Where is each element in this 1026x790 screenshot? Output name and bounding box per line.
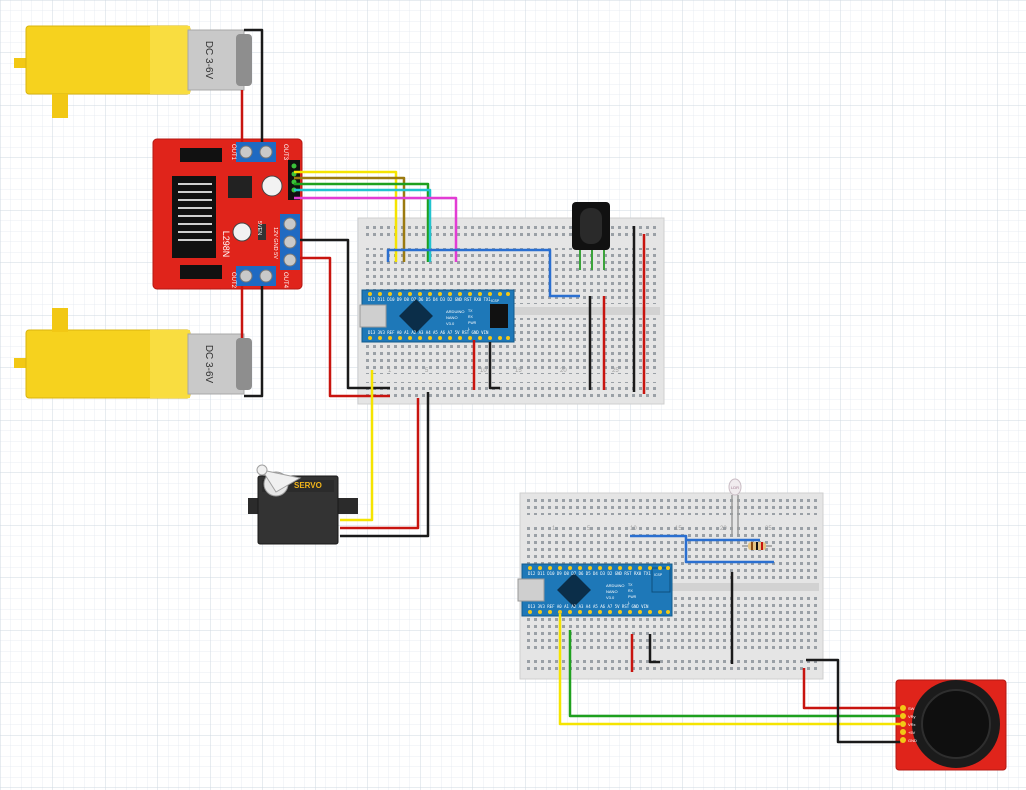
driver-power-label: 12V GND 5V [272,227,278,259]
bb2-col-1: 1 [552,526,556,532]
driver-chip-label: L298N [221,231,231,258]
nano2-rx: RX [628,589,634,593]
bb1-col-1: 1 [388,368,392,374]
wire-servo-yellow [340,370,374,522]
nano1-pwr: PWR [468,321,477,325]
wire-driver-gnd [300,238,390,390]
nano2-version: V3.0 [606,595,615,600]
wire-yellow-sig [294,170,398,262]
wire-nano1-black [488,342,500,390]
joy-pin-sw: SW [908,706,915,711]
wire-joy-red [802,668,900,710]
motor-top-label: DC 3-6V [203,41,214,80]
bb2-col-5: 5 [587,526,591,532]
nano2-bottom-pins: D13 3V3 REF A0 A1 A2 A3 A4 A5 A6 A7 5V R… [528,604,649,609]
wire-joy-yellow [558,614,900,726]
wire-olive-sig [294,176,406,262]
wire-servo-red [340,398,420,530]
nano1-version: V3.0 [446,321,455,326]
nano1-tx: TX [468,309,473,313]
driver-out3-label: OUT3 [282,144,288,161]
nano2-model: NANO [606,589,618,594]
driver-enable-label: 5VEN [256,221,262,235]
resistor [742,542,772,550]
l298n-driver: OUT1 OUT3 OUT2 OUT4 L298N 12V GND 5V 5VE… [152,138,303,290]
ldr-label: LDR [731,485,739,490]
servo-label: SERVO [294,481,322,490]
joy-pin-vrx: VRx [908,722,916,727]
nano2-icsp: ICSP [654,573,663,577]
joy-pin-5v: +5V [908,730,916,735]
motor-bottom-label: DC 3-6V [203,345,214,384]
ir-receiver [572,202,610,270]
bb1-col-25: 25 [612,368,619,374]
bb1-col-5: 5 [425,368,429,374]
bb1-col-15: 15 [515,368,522,374]
bb1-col-20: 20 [560,368,567,374]
arduino-nano-top: D12 D11 D10 D9 D8 D7 D6 D5 D4 D3 D2 GND … [359,289,515,343]
nano2-top-pins: D12 D11 D10 D9 D8 D7 D6 D5 D4 D3 D2 GND … [528,571,651,576]
nano2-tx: TX [628,583,633,587]
wire-joy-green [568,630,900,718]
wire-joy-black [806,658,900,744]
driver-out4-label: OUT4 [282,272,288,289]
bb2-col-10: 10 [630,526,637,532]
nano1-rx: RX [468,315,474,319]
wire-bb2-blue-1 [630,534,774,564]
nano1-icsp: ICSP [491,299,500,303]
nano1-model: NANO [446,315,458,320]
bb2-col-15: 15 [675,526,682,532]
bb1-col-10: 10 [480,368,487,374]
wire-green-sig [294,182,430,262]
wire-cyan-sig [294,188,432,262]
nano1-l: L [468,327,470,331]
wire-motor1-black [244,28,264,142]
nano1-name: ARDUINO [446,309,464,314]
wire-servo-black [340,392,430,538]
driver-out1-label: OUT1 [230,144,236,161]
wires [240,28,900,744]
breadboard-bottom: 1 5 10 15 20 25 [519,492,824,680]
wire-bb2-black-2 [648,634,660,664]
wire-magenta-sig [294,196,458,262]
nano2-l: L [628,601,630,605]
arduino-nano-bottom: D12 D11 D10 D9 D8 D7 D6 D5 D4 D3 D2 GND … [517,563,673,617]
wire-ir-blue [386,248,580,298]
nano2-name: ARDUINO [606,583,624,588]
wire-driver-12v [300,256,390,398]
nano2-pwr: PWR [628,595,637,599]
joy-pin-vry: VRy [908,714,916,719]
wire-motor2-black [244,286,264,398]
nano1-bottom-pins: D13 3V3 REF A0 A1 A2 A3 A4 A5 A6 A7 5V R… [368,330,489,335]
bb2-col-20: 20 [720,526,727,532]
motor-bottom: DC 3-6V [14,308,252,399]
ldr-sensor: LDR [728,478,742,535]
joy-pin-gnd: GND [908,738,917,743]
bb2-col-25: 25 [765,526,772,532]
servo-motor: SERVO [248,464,358,545]
motor-top: DC 3-6V [14,25,252,118]
joystick-module: GND +5V VRx VRy SW [895,679,1007,771]
nano1-top-pins: D12 D11 D10 D9 D8 D7 D6 D5 D4 D3 D2 GND … [368,297,491,302]
driver-out2-label: OUT2 [230,272,236,289]
